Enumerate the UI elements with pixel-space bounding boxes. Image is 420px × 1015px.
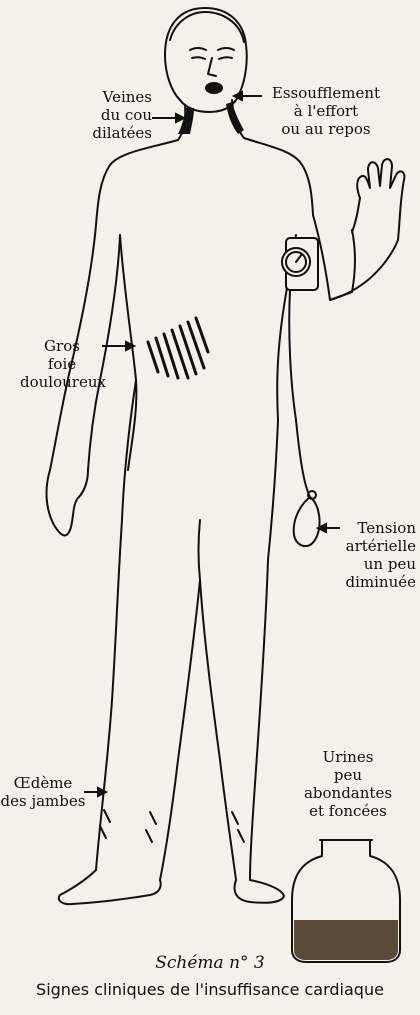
label-liver-line: douloureux (20, 373, 106, 391)
neck-vein-right (226, 102, 244, 134)
arm-right-forearm-inner (351, 197, 361, 233)
foot-right (233, 879, 285, 904)
leg-right-outer (249, 559, 269, 881)
label-blood-pressure: Tension artérielle un peu diminuée (318, 519, 417, 591)
label-liver: Gros foie douloureux (20, 337, 106, 391)
label-urine-line: Urines (322, 748, 374, 766)
arm-right-forearm (329, 239, 399, 301)
bp-bulb (292, 496, 321, 548)
eye-right (218, 56, 233, 60)
neck-vein-left (178, 108, 194, 134)
edema-marks (99, 809, 245, 843)
label-breathlessness-line: à l'effort (293, 102, 359, 120)
label-blood-pressure-line: Tension (357, 519, 416, 537)
bp-valve (307, 490, 317, 500)
nose (207, 57, 217, 77)
leg-left-inner (159, 579, 201, 881)
label-edema: Œdème des jambes (0, 774, 86, 810)
leg-right-inner (199, 579, 237, 881)
label-blood-pressure-line: artérielle (345, 537, 416, 555)
arm-left-inner (87, 234, 121, 471)
label-edema-line: des jambes (0, 792, 86, 810)
urine-jar (291, 839, 401, 963)
eyebrow-left (189, 47, 207, 51)
head-outline (164, 7, 248, 113)
arm-left-outer (49, 224, 97, 471)
hip-left (121, 379, 137, 521)
label-neck-veins: Veines du cou dilatées (62, 88, 152, 142)
label-urine-line: et foncées (309, 802, 387, 820)
label-blood-pressure-line: diminuée (345, 573, 417, 591)
foot-left (57, 869, 162, 906)
hand-left (45, 469, 89, 537)
label-neck-veins-line: Veines (102, 88, 152, 106)
leg-left-outer (95, 519, 123, 871)
hand-right (356, 158, 406, 241)
label-edema-line: Œdème (13, 774, 73, 792)
caption-title: Schéma n° 3 (155, 953, 265, 973)
label-liver-line: foie (47, 355, 77, 373)
label-urine-line: peu (333, 766, 363, 784)
label-urine-line: abondantes (303, 784, 393, 802)
label-breathlessness-line: ou au repos (281, 120, 371, 138)
mouth (205, 82, 223, 94)
urine-level (294, 920, 398, 960)
arm-right-upper-outer (312, 214, 356, 301)
bp-needle (295, 253, 303, 263)
label-liver-line: Gros (44, 337, 80, 355)
crotch (197, 519, 201, 581)
label-neck-veins-line: dilatées (92, 124, 152, 142)
label-blood-pressure-line: un peu (363, 555, 416, 573)
liver-hatch (146, 316, 210, 380)
hip-right (267, 419, 279, 561)
pointer-arrows (84, 90, 340, 798)
caption-subtitle: Signes cliniques de l'insuffisance cardi… (36, 980, 384, 999)
torso-left (119, 234, 138, 471)
label-neck-veins-line: du cou (100, 106, 152, 124)
label-urine: Urines peu abondantes et foncées (298, 748, 398, 820)
label-breathlessness-line: Essoufflement (271, 84, 381, 102)
label-breathlessness: Essoufflement à l'effort ou au repos (262, 84, 390, 138)
eyebrow-right (217, 47, 235, 51)
shoulder-right (243, 137, 314, 216)
hair (169, 11, 245, 43)
bp-tube (288, 289, 311, 498)
bp-gauge-inner (285, 251, 307, 273)
shoulder-left (95, 139, 179, 226)
eye-left (191, 56, 206, 60)
